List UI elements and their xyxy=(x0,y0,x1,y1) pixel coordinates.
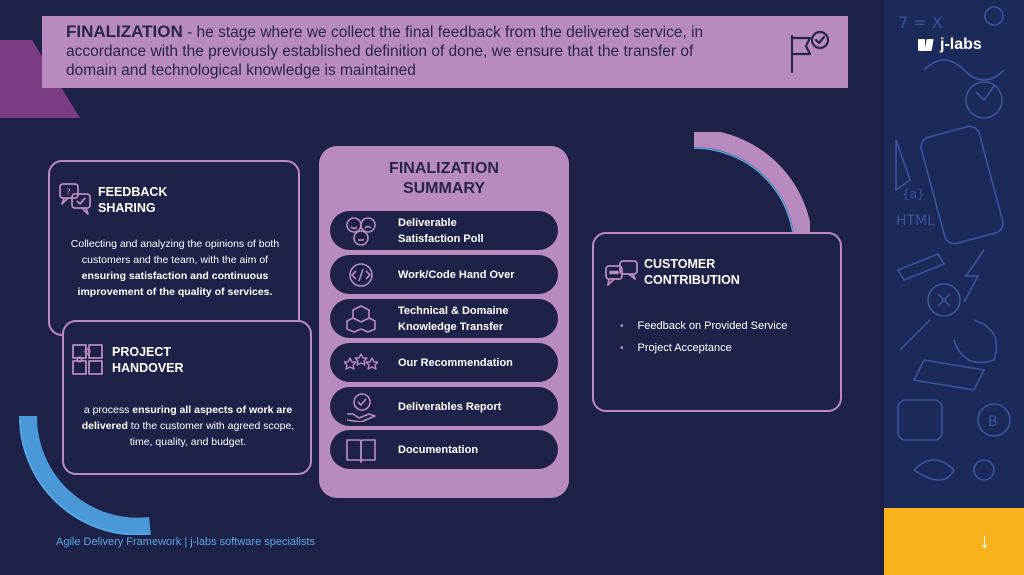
doodle-illustration: 7 = X HTML {a} B xyxy=(895,6,1011,481)
customer-contribution-title: CUSTOMER CONTRIBUTION xyxy=(644,257,740,287)
bullet: • xyxy=(620,320,624,332)
svg-text:?: ? xyxy=(66,188,71,198)
jlabs-logo: j-labs xyxy=(918,36,982,54)
doodle-background: 7 = X HTML {a} B xyxy=(884,0,1024,508)
project-handover-title: PROJECT HANDOVER xyxy=(112,345,184,375)
footer-text: Agile Delivery Framework | j-labs softwa… xyxy=(56,536,315,548)
cubes-icon xyxy=(346,304,376,333)
summary-item-deliverables-report: Deliverables Report xyxy=(330,387,558,426)
summary-item-code-hand-over: Work/Code Hand Over xyxy=(330,255,558,294)
summary-item-documentation: Documentation xyxy=(330,430,558,469)
speech-bubbles-icon: ? xyxy=(59,183,91,215)
summary-item-label: Technical & Domaine Knowledge Transfer xyxy=(398,304,509,333)
book-icon xyxy=(346,438,376,463)
puzzle-icon xyxy=(72,344,103,375)
header-banner: FINALIZATION - he stage where we collect… xyxy=(42,16,848,88)
next-slide-box[interactable]: ↓ xyxy=(884,508,1024,575)
logo-mark-icon xyxy=(918,39,934,51)
header-text: - he stage where we collect the final fe… xyxy=(66,24,704,79)
feedback-sharing-title: FEEDBACK SHARING xyxy=(98,185,168,215)
summary-item-label: Deliverables Report xyxy=(398,400,502,413)
customer-contribution-card: CUSTOMER CONTRIBUTION xyxy=(592,232,842,412)
summary-title: FINALIZATION SUMMARY xyxy=(389,160,499,197)
arrow-down-icon: ↓ xyxy=(979,528,990,553)
project-handover-card: PROJECT HANDOVER a process ensuring all … xyxy=(62,320,312,475)
svg-text:B: B xyxy=(988,414,998,430)
feedback-sharing-description: Collecting and analyzing the opinions of… xyxy=(70,238,280,298)
svg-text:HTML: HTML xyxy=(896,213,935,229)
summary-item-label: Work/Code Hand Over xyxy=(398,268,515,281)
summary-item-recommendation: Our Recommendation xyxy=(330,343,558,382)
summary-item-label: Our Recommendation xyxy=(398,356,513,369)
project-handover-description: a process ensuring all aspects of work a… xyxy=(81,404,295,448)
code-gear-icon xyxy=(349,262,373,287)
summary-item-satisfaction-poll: Deliverable Satisfaction Poll xyxy=(330,211,558,250)
smiley-faces-icon xyxy=(346,216,376,246)
summary-item-label: Deliverable Satisfaction Poll xyxy=(398,216,484,245)
customer-contribution-list: •Feedback on Provided Service •Project A… xyxy=(620,320,787,364)
logo-text: j-labs xyxy=(940,36,982,53)
bullet: • xyxy=(620,342,624,354)
stars-icon xyxy=(344,352,378,370)
list-item: •Project Acceptance xyxy=(620,342,732,354)
decorative-arc-top xyxy=(693,132,810,249)
list-item: •Feedback on Provided Service xyxy=(620,320,788,332)
svg-text:7 = X: 7 = X xyxy=(898,13,943,32)
feedback-sharing-card: ? FEEDBACK SHARING Collecting and analyz… xyxy=(48,160,300,336)
header-title: FINALIZATION xyxy=(66,22,183,41)
hand-check-icon xyxy=(346,392,376,422)
decorative-arc-bottom xyxy=(18,415,151,535)
finalization-summary-panel: FINALIZATION SUMMARY Deliverable Satisfa… xyxy=(319,146,569,498)
chat-bubbles-icon xyxy=(605,260,638,286)
summary-item-knowledge-transfer: Technical & Domaine Knowledge Transfer xyxy=(330,299,558,338)
svg-text:{a}: {a} xyxy=(902,187,925,201)
summary-item-label: Documentation xyxy=(398,443,479,456)
flag-check-icon xyxy=(790,30,830,74)
